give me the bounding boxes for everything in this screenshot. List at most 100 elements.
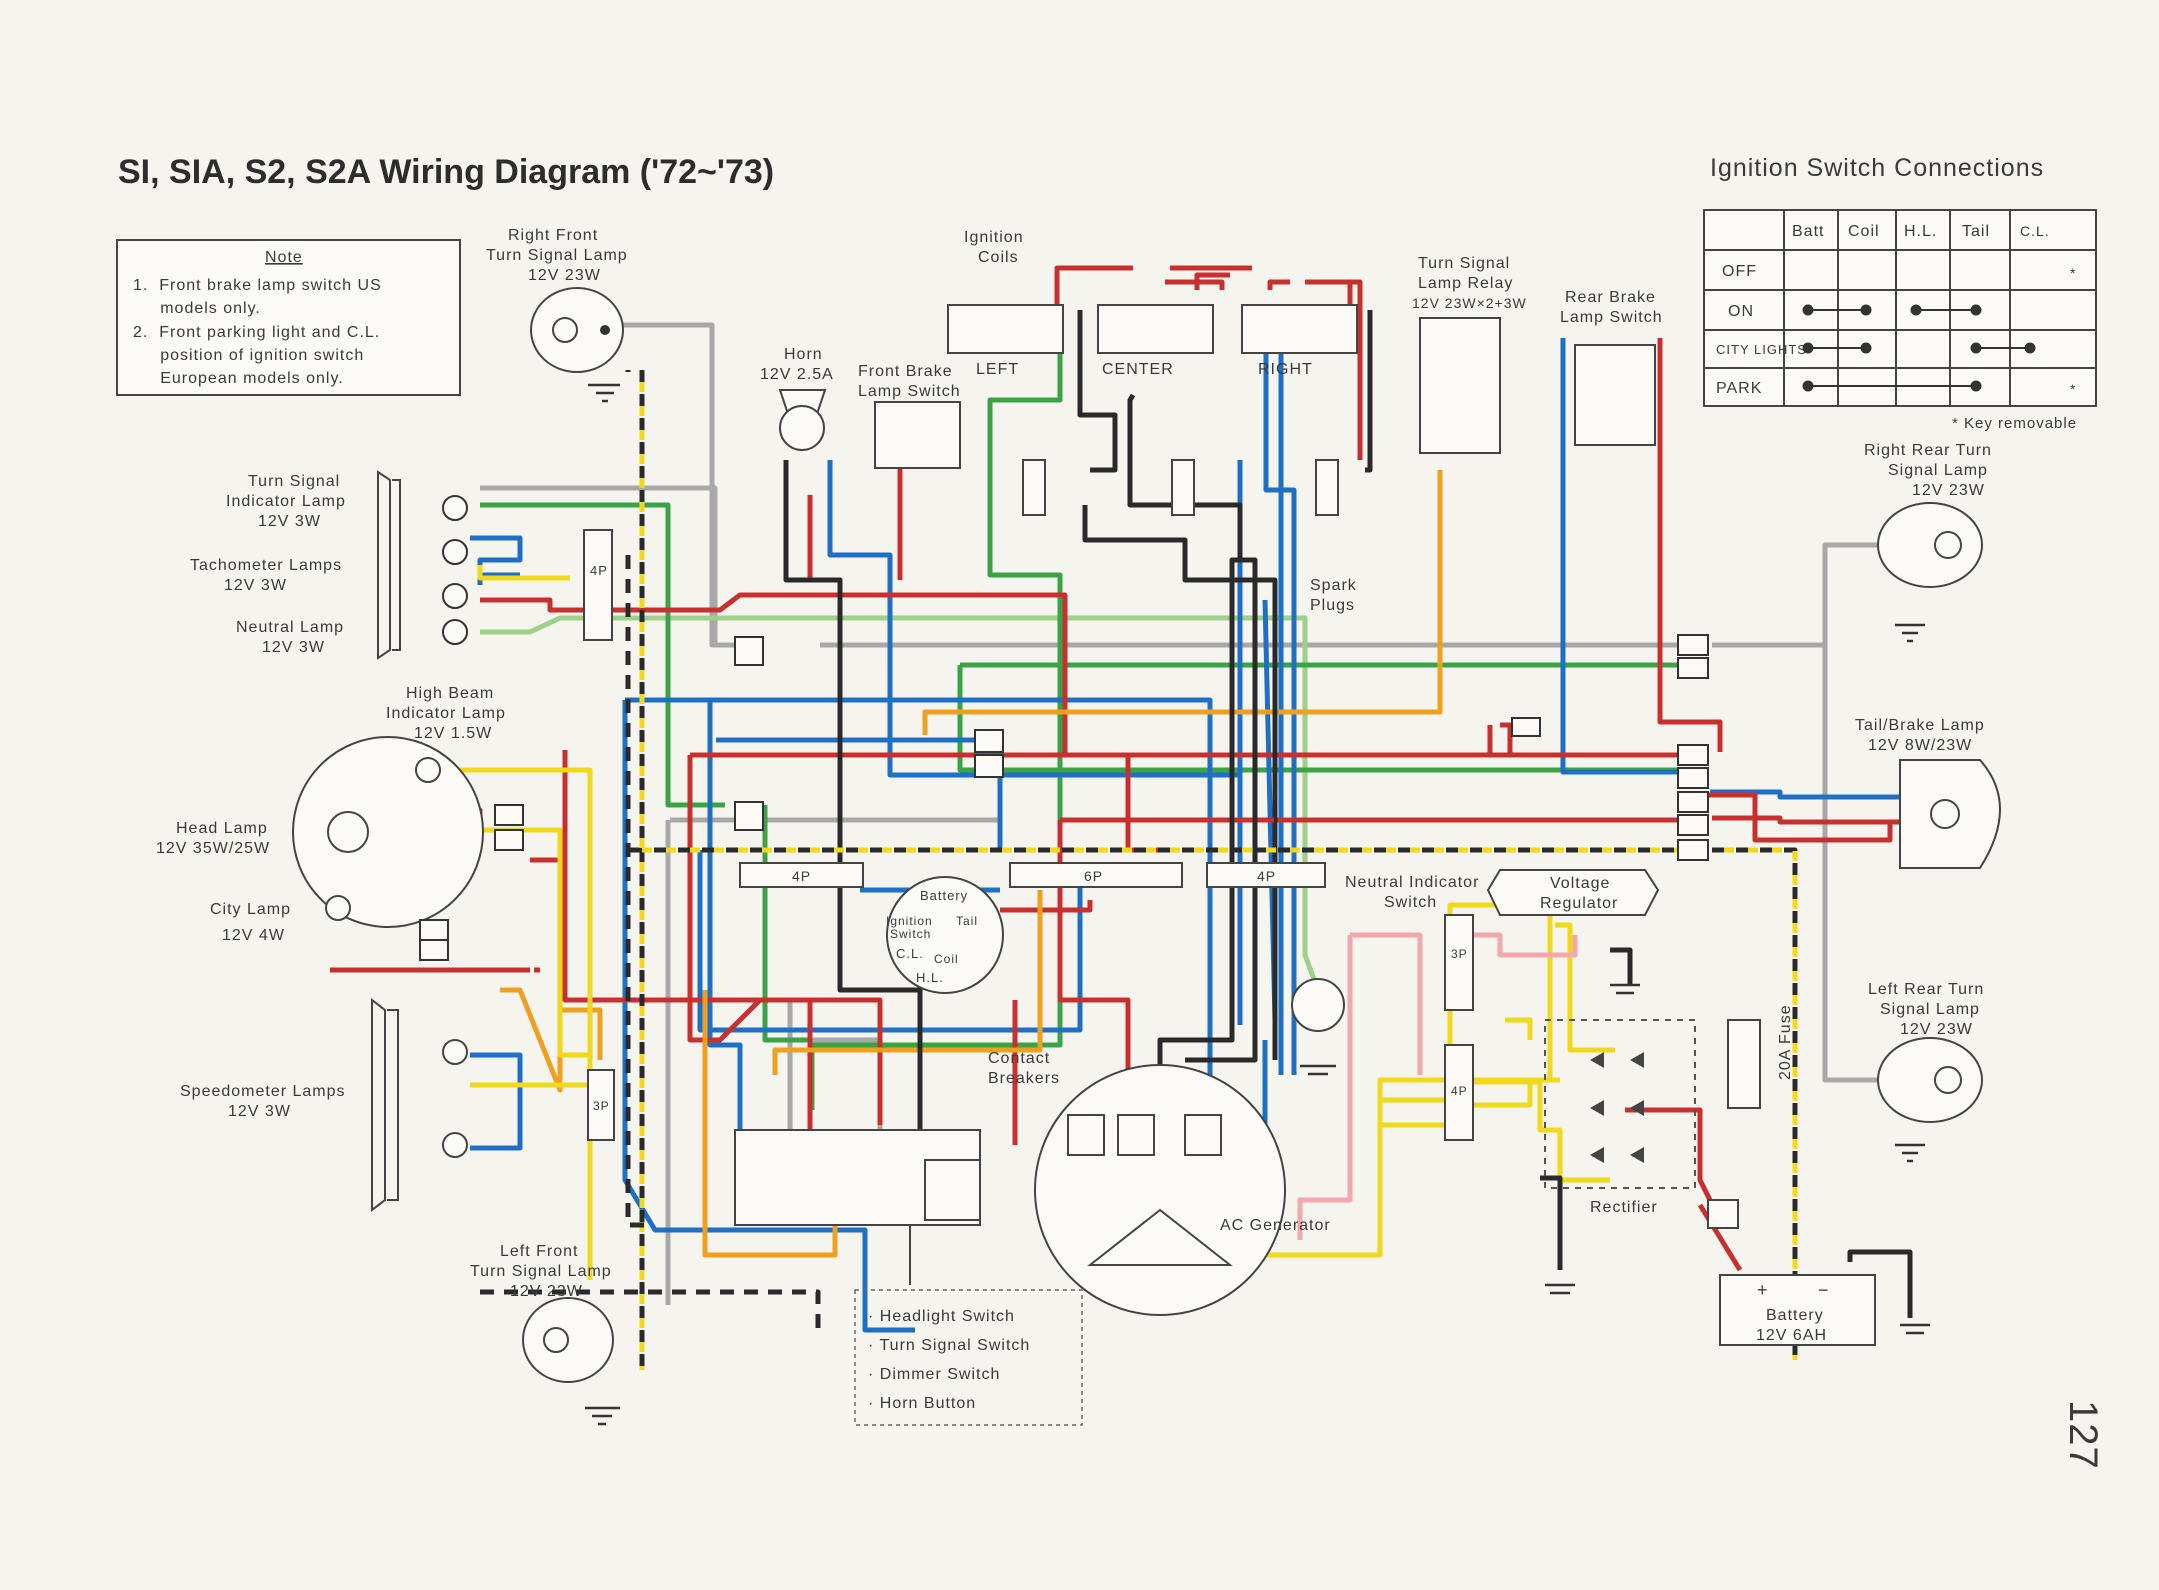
row-park-mark: *: [2070, 381, 2076, 397]
rear-brake-label-2: Lamp Switch: [1560, 309, 1663, 326]
lf-turn-label-1: Left Front: [500, 1243, 578, 1260]
turn-indicator-label-3: 12V 3W: [258, 513, 321, 530]
neutral-lamp-label-1: Neutral Lamp: [236, 619, 344, 636]
col-tail: Tail: [1962, 223, 1990, 240]
connector-blocks: [419, 634, 1709, 961]
handlebar-switch: [734, 1129, 981, 1285]
conn-6p-label: 6P: [1084, 868, 1103, 884]
head-lamp-label-1: Head Lamp: [176, 820, 268, 837]
note-line-4: position of ignition switch: [133, 347, 364, 364]
turn-relay-label-1: Turn Signal: [1418, 255, 1510, 272]
coil-center: CENTER: [1097, 304, 1214, 378]
row-park: PARK: [1716, 380, 1762, 397]
page-title: SI, SIA, S2, S2A Wiring Diagram ('72~'73…: [118, 153, 774, 191]
high-beam-label-1: High Beam: [406, 685, 494, 702]
horn-label-1: Horn: [784, 346, 823, 363]
rf-turn-label-3: 12V 23W: [528, 267, 601, 284]
lr-turn-label-1: Left Rear Turn: [1868, 981, 1984, 998]
switch-list-1: · Headlight Switch: [868, 1308, 1015, 1325]
coil-left-label: LEFT: [976, 361, 1019, 378]
ign-hl-label: H.L.: [916, 970, 944, 985]
speedo-label-1: Speedometer Lamps: [180, 1083, 346, 1100]
ign-coil-label: Coil: [934, 952, 959, 966]
rear-brake-label-1: Rear Brake: [1565, 289, 1656, 306]
ignition-coils-label-2: Coils: [978, 249, 1019, 266]
row-off-mark: *: [2070, 265, 2076, 281]
ac-generator-label: AC Generator: [1220, 1217, 1331, 1234]
switch-list-2: · Turn Signal Switch: [868, 1337, 1030, 1354]
ignition-switch-table: Ignition Switch Connections Batt Coil H.…: [1703, 154, 2097, 432]
wires: [330, 265, 1918, 1370]
coil-right: RIGHT: [1241, 304, 1358, 378]
ign-label-1: Ignition: [886, 914, 933, 928]
note-box: Note 1. Front brake lamp switch US model…: [116, 239, 461, 396]
rr-turn-label-2: Signal Lamp: [1888, 462, 1988, 479]
rr-turn-label-1: Right Rear Turn: [1864, 442, 1992, 459]
tach-label-2: 12V 3W: [224, 577, 287, 594]
col-cl: C.L.: [2020, 223, 2050, 239]
spark-plugs: [1022, 459, 1339, 516]
battery-minus: −: [1818, 1280, 1830, 1300]
tail-brake-label-2: 12V 8W/23W: [1868, 737, 1972, 754]
note-heading: Note: [265, 249, 303, 266]
connector-4p-right: 4P: [1206, 862, 1326, 888]
city-lamp-label-1: City Lamp: [210, 901, 291, 918]
table-footnote: * Key removable: [1952, 415, 2077, 432]
turn-relay-label-2: Lamp Relay: [1418, 275, 1513, 292]
fuse-label: 20A Fuse: [1777, 1004, 1794, 1080]
horn-label-2: 12V 2.5A: [760, 366, 834, 383]
lf-turn-label-3: 12V 23W: [510, 1283, 583, 1300]
right-front-turn-lamp: Right Front Turn Signal Lamp 12V 23W: [486, 227, 627, 403]
right-rear-turn-lamp: [1877, 502, 1983, 643]
ignition-coils-label-1: Ignition: [964, 229, 1024, 246]
battery: + − Battery 12V 6AH: [1719, 1274, 1930, 1346]
conn-3p-speedo: 3P: [593, 1099, 610, 1113]
ign-label-2: Switch: [890, 927, 931, 941]
fuse: 20A Fuse: [1707, 1004, 1794, 1229]
conn-4p-left-label: 4P: [792, 868, 811, 884]
front-brake-label-2: Lamp Switch: [858, 383, 961, 400]
voltage-regulator: Voltage Regulator: [1486, 869, 1660, 995]
battery-label-2: 12V 6AH: [1756, 1327, 1827, 1344]
front-brake-label-1: Front Brake: [858, 363, 953, 380]
head-lamp: [292, 736, 484, 928]
col-coil: Coil: [1848, 223, 1880, 240]
neutral-lamp-label-2: 12V 3W: [262, 639, 325, 656]
head-lamp-label-2: 12V 35W/25W: [156, 840, 270, 857]
rr-turn-label-3: 12V 23W: [1912, 482, 1985, 499]
left-rear-turn-lamp: [1877, 1037, 1983, 1163]
rectifier-label: Rectifier: [1590, 1199, 1658, 1216]
turn-indicator-label-1: Turn Signal: [248, 473, 340, 490]
note-line-5: European models only.: [133, 370, 344, 387]
spark-plugs-label-2: Plugs: [1310, 597, 1355, 614]
connector-4p-rect: 4P: [1444, 1044, 1474, 1141]
regulator-label-2: Regulator: [1540, 895, 1618, 912]
switch-list-3: · Dimmer Switch: [868, 1366, 1000, 1383]
table-title: Ignition Switch Connections: [1710, 154, 2044, 182]
ign-tail-label: Tail: [956, 914, 978, 928]
rectifier: Rectifier: [1544, 1019, 1696, 1295]
instrument-panel-top: 4P: [377, 470, 613, 660]
contact-breakers-label-1: Contact: [988, 1050, 1050, 1067]
handlebar-switch-list: · Headlight Switch · Turn Signal Switch …: [854, 1289, 1083, 1426]
battery-label-1: Battery: [1766, 1307, 1824, 1324]
ac-generator: [1034, 1064, 1286, 1316]
note-line-2: models only.: [133, 300, 261, 317]
conn-4p-rect-label: 4P: [1451, 1084, 1468, 1098]
front-brake-switch: Front Brake Lamp Switch: [858, 363, 961, 469]
speedometer-panel: 3P: [371, 997, 615, 1213]
switch-list-4: · Horn Button: [868, 1395, 976, 1412]
tail-brake-label-1: Tail/Brake Lamp: [1855, 717, 1985, 734]
ign-cl-label: C.L.: [896, 946, 924, 961]
page-number: 127: [2061, 1400, 2105, 1470]
neutral-switch: [1291, 978, 1345, 1076]
ign-battery-label: Battery: [920, 888, 968, 903]
spark-plugs-label-1: Spark: [1310, 577, 1357, 594]
conn-4p-right-label: 4P: [1257, 868, 1276, 884]
ignition-switch: Battery Ignition Switch Tail C.L. Coil H…: [886, 876, 1004, 994]
row-off: OFF: [1722, 263, 1757, 280]
turn-relay: [1419, 317, 1501, 454]
city-lamp-label-2: 12V 4W: [222, 927, 285, 944]
coil-right-label: RIGHT: [1258, 361, 1313, 378]
rear-brake-switch: [1574, 344, 1656, 446]
